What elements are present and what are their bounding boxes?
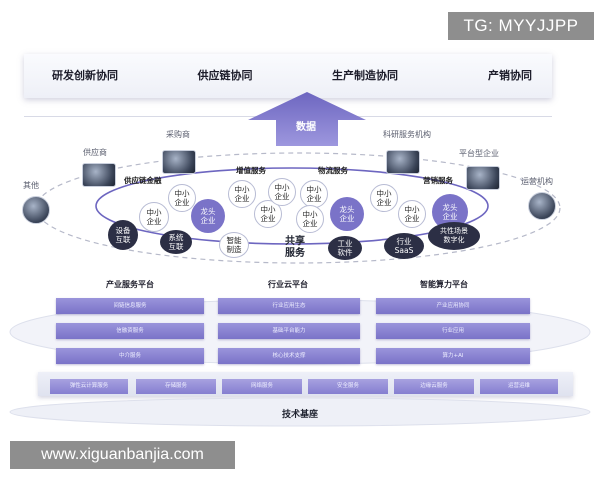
platform-item: 算力+AI: [376, 348, 530, 364]
industry-saas-node: 行业 SaaS: [384, 233, 424, 259]
label-other: 其他: [23, 181, 39, 190]
label-platform: 平台型企业: [459, 149, 499, 158]
platform-photo: [466, 166, 500, 190]
platform-item: 基础平台能力: [218, 323, 360, 339]
platform-item: 间链信息服务: [56, 298, 204, 314]
watermark-url: www.xiguanbanjia.com: [10, 441, 235, 469]
platform-item: 行业应用生态: [218, 298, 360, 314]
top-label-production: 生产制造协同: [332, 69, 398, 82]
sme-node: 中小 企业: [168, 184, 196, 212]
digital-scenario-node: 共性场景 数字化: [428, 222, 480, 250]
label-logistics: 物流服务: [318, 166, 348, 175]
tech-item: 存储服务: [136, 379, 216, 394]
purchasing-photo: [162, 150, 196, 174]
label-research: 科研服务机构: [383, 130, 431, 139]
platform-title-compute: 智能算力平台: [420, 280, 468, 289]
label-supply-chain-finance: 供应链金融: [124, 176, 162, 185]
sme-node: 中小 企业: [228, 180, 256, 208]
operations-photo: [528, 192, 556, 220]
leader-node: 龙头 企业: [330, 197, 364, 231]
platform-title-industry-service: 产业服务平台: [106, 280, 154, 289]
label-marketing: 营销服务: [423, 176, 453, 185]
industrial-software-node: 工业 软件: [328, 236, 362, 260]
tech-item: 运营运维: [480, 379, 558, 394]
tech-item: 边缘云服务: [394, 379, 474, 394]
label-operations: 运营机构: [521, 177, 553, 186]
platform-item: 信融资服务: [56, 323, 204, 339]
other-photo: [22, 196, 50, 224]
top-label-sales: 产销协同: [488, 69, 532, 82]
tech-base-ellipse: [9, 397, 591, 427]
top-label-supply: 供应链协同: [197, 69, 253, 82]
sme-node: 中小 企业: [268, 178, 296, 206]
tech-item: 弹性云计算服务: [50, 379, 128, 394]
leader-node: 龙头 企业: [191, 199, 225, 233]
tech-foundation-label: 技术基座: [281, 410, 318, 420]
research-photo: [386, 150, 420, 174]
smart-mfg-node: 智能 制造: [219, 232, 249, 258]
sme-node: 中小 企业: [370, 184, 398, 212]
tech-item: 网络服务: [222, 379, 302, 394]
system-connect-node: 系统 互联: [160, 230, 192, 254]
sme-node: 中小 企业: [300, 180, 328, 208]
platform-item: 核心技术支撑: [218, 348, 360, 364]
platform-title-industry-cloud: 行业云平台: [268, 280, 308, 289]
sme-node: 中小 企业: [139, 202, 169, 232]
watermark-tg: TG: MYYJJPP: [448, 12, 594, 40]
platform-item: 产业应用协同: [376, 298, 530, 314]
supplier-photo: [82, 163, 116, 187]
label-supplier: 供应商: [83, 148, 107, 157]
top-label-rd: 研发创新协同: [52, 69, 118, 82]
platform-item: 中介服务: [56, 348, 204, 364]
data-arrow: [248, 92, 366, 146]
device-connect-node: 设备 互联: [108, 220, 138, 250]
shared-services-label: 共享 服务: [285, 236, 305, 259]
data-arrow-label: 数据: [296, 122, 316, 133]
tech-item: 安全服务: [308, 379, 388, 394]
label-value-added: 增值服务: [236, 166, 266, 175]
sme-node: 中小 企业: [296, 205, 324, 233]
platform-item: 行业应用: [376, 323, 530, 339]
label-purchasing: 采购商: [166, 130, 190, 139]
collaboration-band: [24, 54, 552, 98]
sme-node: 中小 企业: [398, 200, 426, 228]
